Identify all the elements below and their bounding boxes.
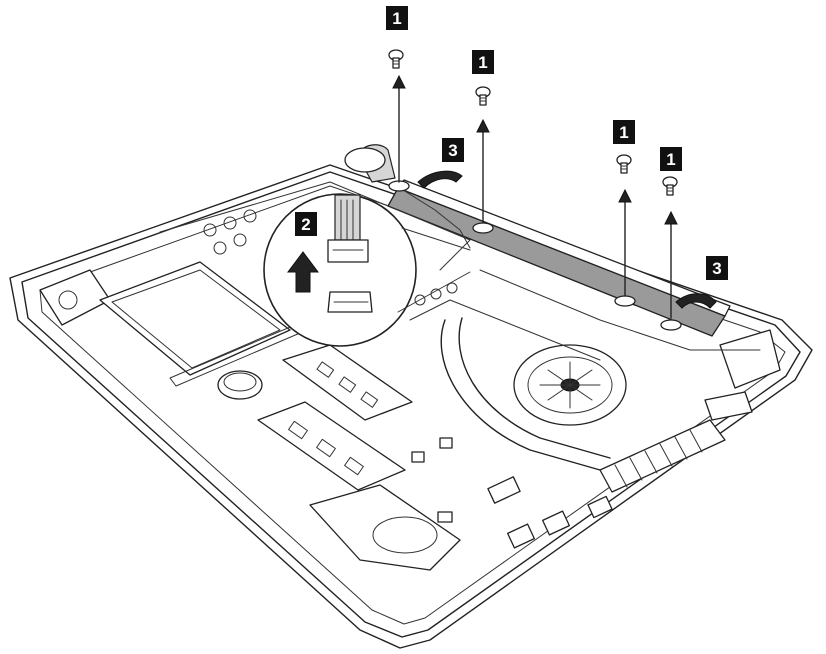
usb-port — [506, 523, 536, 549]
screw-hole-4 — [660, 319, 682, 331]
callout-step-2: 2 — [295, 212, 317, 236]
screws — [388, 49, 678, 196]
laptop-base-chassis — [9, 164, 813, 649]
memory-module-1 — [282, 344, 413, 421]
screw-holes — [388, 180, 682, 331]
storage-card — [99, 261, 291, 376]
rotate-arrow-left-icon — [417, 170, 463, 189]
coin-battery — [217, 370, 263, 400]
heatsink — [599, 419, 726, 493]
hinge-bar — [344, 144, 731, 337]
screw-icon — [388, 49, 404, 69]
svg-text:2: 2 — [301, 215, 310, 234]
rotate-arrow-right-icon — [675, 293, 717, 309]
display-cable-connector — [327, 239, 369, 263]
screw-hole-3 — [614, 295, 636, 307]
screw-icon — [475, 86, 491, 106]
svg-text:1: 1 — [478, 53, 487, 72]
usb-port — [587, 495, 613, 519]
screw-hole-2 — [472, 222, 494, 234]
callout-step-1: 1 — [386, 6, 408, 30]
screw-icon — [616, 154, 632, 174]
left-speaker — [39, 269, 111, 326]
right-speaker — [309, 484, 461, 571]
svg-text:3: 3 — [448, 141, 457, 160]
callout-step-1: 1 — [613, 120, 635, 144]
right-port — [704, 391, 753, 421]
callout-step-3: 3 — [706, 256, 728, 280]
screw-removal-arrows — [392, 74, 678, 319]
svg-text:3: 3 — [712, 259, 721, 278]
callout-step-1: 1 — [660, 147, 682, 171]
callouts: 1 1 1 1 2 3 3 — [295, 6, 728, 280]
internal-components — [39, 181, 781, 571]
usb-port — [541, 510, 571, 536]
svg-text:1: 1 — [392, 9, 401, 28]
screw-icon — [662, 176, 678, 196]
svg-text:1: 1 — [666, 150, 675, 169]
svg-text:1: 1 — [619, 123, 628, 142]
lift-arrow-icon — [287, 251, 319, 293]
rotation-arrows — [417, 170, 717, 309]
callout-step-1: 1 — [472, 50, 494, 74]
callout-step-3: 3 — [442, 138, 464, 162]
